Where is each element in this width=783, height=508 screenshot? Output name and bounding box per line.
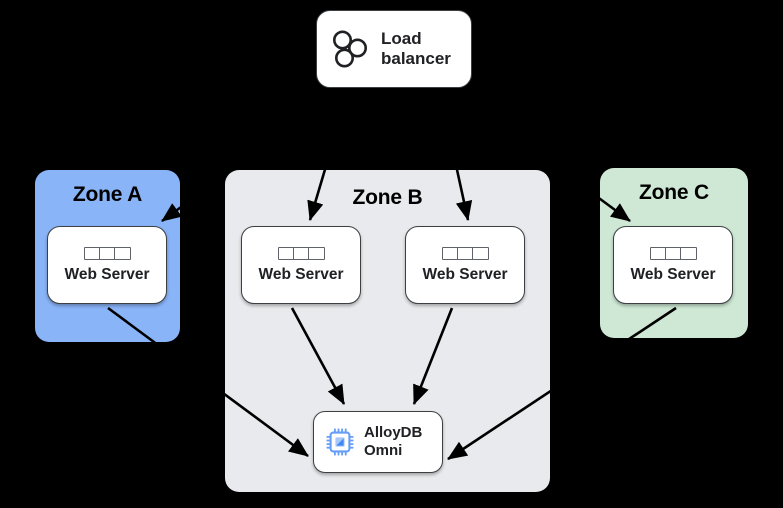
web-server-label: Web Server	[258, 266, 344, 284]
load-balancer-label: Load balancer	[381, 29, 451, 69]
server-rack-icon	[649, 247, 697, 261]
zone-c-title: Zone C	[639, 181, 709, 204]
server-rack-icon	[83, 247, 131, 261]
zone-a-title: Zone A	[72, 183, 143, 206]
server-rack-icon	[441, 247, 489, 261]
web-server-label: Web Server	[630, 266, 716, 284]
load-balancer-label-line2: balancer	[381, 49, 451, 68]
web-server-label: Web Server	[422, 266, 508, 284]
alloydb-omni-label-line1: AlloyDB	[364, 424, 423, 441]
server-rack-icon	[277, 247, 325, 261]
load-balancer-label-line1: Load	[381, 28, 422, 48]
web-server-label: Web Server	[64, 266, 150, 284]
load-balancer-node[interactable]: Load balancer	[316, 10, 472, 88]
web-server-node-zone-c[interactable]: Web Server	[613, 226, 733, 304]
alloydb-omni-node[interactable]: AlloyDB Omni	[313, 411, 443, 473]
three-circles-icon	[333, 30, 367, 68]
alloydb-omni-label-line2: Omni	[364, 442, 403, 459]
web-server-node-zone-b-1[interactable]: Web Server	[241, 226, 361, 304]
web-server-node-zone-b-2[interactable]: Web Server	[405, 226, 525, 304]
web-server-node-zone-a[interactable]: Web Server	[47, 226, 167, 304]
cpu-chip-icon	[326, 428, 354, 456]
alloydb-omni-label: AlloyDB Omni	[364, 424, 422, 460]
zone-b-title: Zone B	[352, 186, 423, 209]
